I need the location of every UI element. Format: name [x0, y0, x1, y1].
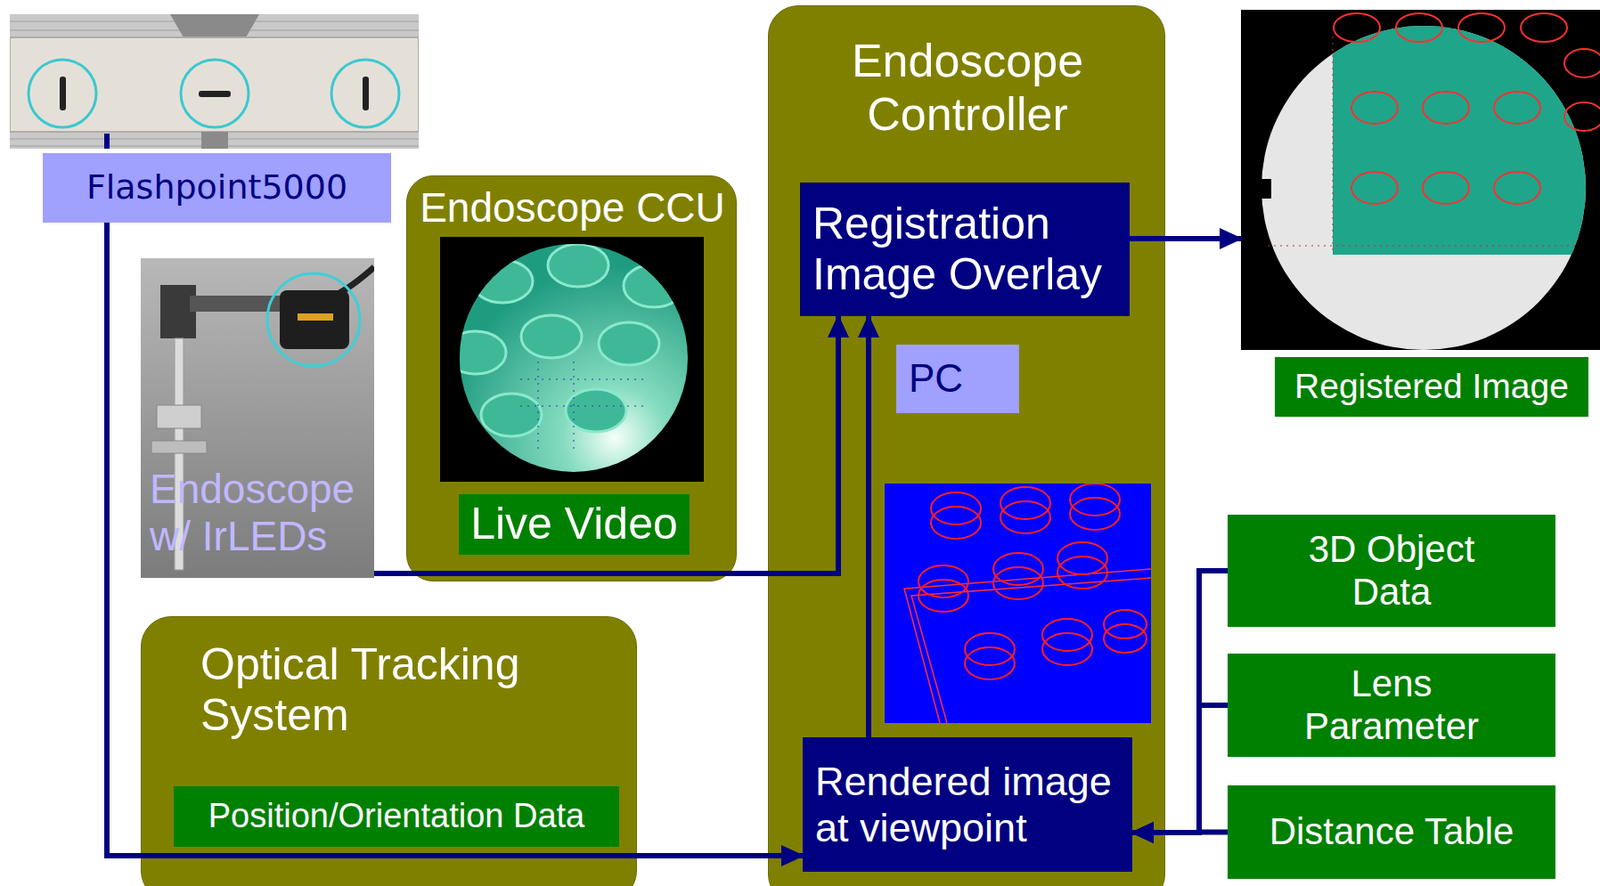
rendered-image: [884, 483, 1152, 724]
unit-panel: Endoscope CCU Live Video: [406, 175, 737, 582]
controller-panel: Endoscope ControllerRegistration Image O…: [767, 5, 1166, 886]
highlight-circle: [331, 59, 400, 128]
node-text: Endoscope CCU: [408, 184, 736, 232]
connector-arrow: [1132, 705, 1228, 833]
text-area: Endoscope w/ IrLEDs: [149, 459, 373, 567]
input-box: Distance Table: [1227, 785, 1556, 880]
reg-overlay: [1332, 9, 1600, 255]
wall-lines: [9, 21, 419, 147]
camera-bar: [9, 37, 419, 132]
text-area: Endoscope CCU: [408, 179, 736, 236]
node-text: Rendered image at viewpoint: [815, 759, 1131, 852]
process-box: Registration Image Overlay: [800, 182, 1130, 317]
lens-slot: [59, 76, 66, 111]
mount-post: [201, 131, 229, 149]
node-text: Optical Tracking System: [200, 639, 620, 743]
connector-arrow: [1132, 830, 1228, 837]
registered-image: [1240, 9, 1600, 351]
connector-arrow: [865, 316, 872, 738]
node-text: Endoscope Controller: [775, 34, 1160, 142]
node-text: Distance Table: [1236, 810, 1547, 854]
device-photo: Endoscope w/ IrLEDs: [140, 258, 375, 579]
live-video-image: [440, 236, 704, 482]
reg-notch: [1257, 179, 1272, 199]
input-box: Lens Parameter: [1227, 653, 1556, 758]
photo-ground: [140, 258, 375, 579]
render-plate: [904, 569, 1152, 724]
wall: [9, 14, 419, 149]
text-area: 3D Object Data: [1284, 514, 1499, 628]
marker-led: [297, 313, 334, 321]
highlight-circle: [267, 273, 360, 367]
mount-bracket: [170, 14, 260, 38]
text-area: Live Video: [464, 494, 685, 556]
scope-valve: [151, 440, 207, 454]
reg-cylinders: [1333, 13, 1600, 205]
reg-ground: [1240, 9, 1600, 351]
data-label: Position/Orientation Data: [173, 786, 620, 848]
render-ground: [884, 483, 1152, 724]
tracker-photo: [9, 14, 419, 149]
highlight-circle: [28, 59, 97, 128]
node-text: Lens Parameter: [1284, 662, 1499, 750]
connector-arrow: [1132, 571, 1228, 833]
scope-valve: [156, 405, 202, 429]
reg-grid: [1267, 36, 1580, 255]
marker-plate: [279, 290, 350, 350]
device-label: PC: [896, 344, 1020, 414]
text-area: PC: [908, 344, 1016, 414]
status-label: Live Video: [458, 494, 690, 556]
lens-slot: [362, 76, 369, 111]
node-text: PC: [908, 356, 1016, 402]
process-box: Rendered image at viewpoint: [802, 737, 1133, 873]
render-cylinders: [918, 483, 1147, 680]
text-area: Distance Table: [1236, 785, 1547, 880]
input-box: 3D Object Data: [1227, 514, 1556, 628]
output-image: Registered Image: [1240, 9, 1600, 417]
node-text: Live Video: [464, 498, 685, 551]
text-area: Flashpoint5000: [48, 153, 386, 223]
node-text: Endoscope w/ IrLEDs: [149, 465, 373, 561]
node-text: 3D Object Data: [1284, 528, 1499, 615]
node-text: Position/Orientation Data: [179, 797, 614, 837]
text-area: Registration Image Overlay: [812, 182, 1127, 317]
video-ground: [440, 236, 704, 482]
text-area: Position/Orientation Data: [179, 786, 614, 848]
connector-arrow: [1129, 236, 1241, 242]
node-text: Registration Image Overlay: [812, 198, 1127, 302]
device-label: Flashpoint5000: [42, 153, 392, 223]
lens-slot: [198, 90, 231, 98]
node-text: Flashpoint5000: [48, 168, 386, 208]
highlight-circle: [180, 59, 249, 128]
text-area: Endoscope Controller: [775, 25, 1160, 151]
video-grid: [520, 361, 645, 451]
tracker-wire: [104, 133, 110, 149]
text-area: Lens Parameter: [1284, 653, 1499, 758]
system-panel: Optical Tracking SystemPosition/Orientat…: [140, 616, 637, 886]
text-area: Optical Tracking System: [200, 633, 620, 748]
text-area: Registered Image: [1274, 357, 1589, 417]
video-cylinders: [445, 244, 685, 437]
connector-arrow: [374, 316, 839, 574]
connector-arrow: [106, 222, 803, 857]
node-text: Registered Image: [1274, 367, 1589, 408]
text-area: Rendered image at viewpoint: [815, 737, 1131, 873]
